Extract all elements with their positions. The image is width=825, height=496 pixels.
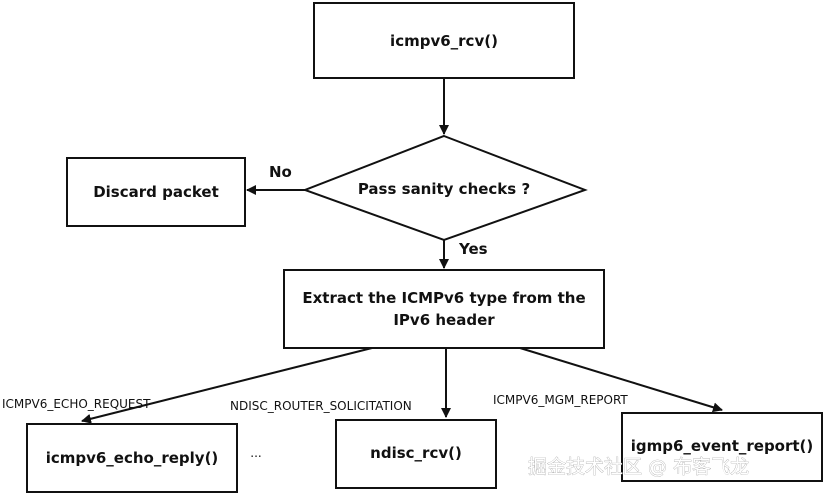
icmpv6-rcv-label: icmpv6_rcv() [390, 32, 498, 50]
igmp6-event-report-label: igmp6_event_report() [631, 437, 814, 455]
echo-reply-label: icmpv6_echo_reply() [46, 449, 219, 467]
igmp6-event-report-box [621, 412, 823, 482]
edge-label-echo-request: ICMPV6_ECHO_REQUEST [2, 397, 151, 411]
discard-packet-box [66, 157, 246, 227]
arrow-to-igmp6 [519, 347, 723, 413]
sanity-check-diamond [302, 134, 588, 242]
edge-label-no: No [269, 163, 292, 181]
extract-type-label-line1: Extract the ICMPv6 type from the [302, 289, 585, 307]
ndisc-rcv-label: ndisc_rcv() [370, 444, 462, 462]
arrow-to-echo-reply [81, 347, 373, 424]
discard-packet-label: Discard packet [93, 183, 219, 201]
extract-type-label-line2: IPv6 header [393, 311, 495, 329]
extract-type-box [283, 269, 605, 349]
ellipsis-label: ... [250, 446, 261, 460]
sanity-check-label: Pass sanity checks ? [358, 180, 530, 198]
edge-label-router-solicitation: NDISC_ROUTER_SOLICITATION [230, 399, 412, 413]
edge-label-mgm-report: ICMPV6_MGM_REPORT [493, 393, 628, 407]
ndisc-rcv-box [335, 419, 497, 489]
edge-label-yes: Yes [458, 240, 488, 258]
echo-reply-box [26, 423, 238, 493]
icmpv6-rcv-box [313, 2, 575, 79]
watermark: 掘金技术社区 @ 布客飞龙 [528, 456, 749, 478]
